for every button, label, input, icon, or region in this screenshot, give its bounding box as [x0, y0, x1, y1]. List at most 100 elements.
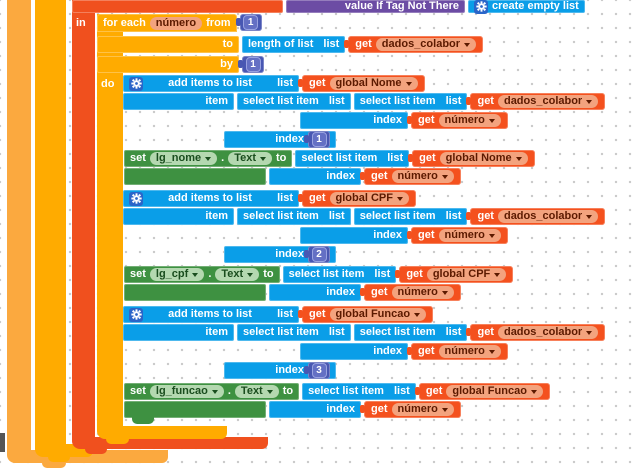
outer-wrapper-block-left-edge[interactable]	[7, 0, 31, 451]
variable-dropdown[interactable]: número	[391, 170, 454, 183]
for-each-block-left-edge[interactable]	[97, 14, 123, 427]
middle-wrapper-next-tab[interactable]	[48, 456, 70, 462]
value-if-tag-not-there-socket[interactable]: value If Tag Not There	[286, 0, 465, 13]
select-index-row[interactable]: index	[300, 112, 408, 129]
offscreen-block-edge[interactable]	[0, 433, 5, 452]
initialize-local-block-top[interactable]	[72, 0, 283, 13]
number-block[interactable]: 1	[304, 131, 330, 148]
select-index-row[interactable]: index	[269, 401, 361, 418]
mutator-gear-icon[interactable]	[129, 307, 143, 322]
variable-dropdown[interactable]: dados_colabor	[497, 326, 599, 339]
variable-dropdown[interactable]: global CPF	[426, 268, 507, 281]
number-block[interactable]: 3	[304, 362, 330, 379]
variable-dropdown[interactable]: número	[438, 114, 501, 127]
variable-dropdown[interactable]: número	[438, 345, 501, 358]
outer-wrapper-next-tab[interactable]	[42, 462, 66, 468]
chevron-down-icon	[405, 81, 412, 86]
mutator-gear-icon[interactable]	[129, 191, 143, 206]
variable-dropdown[interactable]: número	[391, 403, 454, 416]
component-dropdown[interactable]: lg_funcao	[149, 385, 224, 398]
select-index-row[interactable]: index	[300, 227, 408, 244]
add-items-item-row[interactable]: item	[123, 93, 234, 110]
add-items-item-row[interactable]: item	[123, 324, 234, 341]
dropdown-value: global Nome	[445, 152, 512, 164]
set-block-next-tab[interactable]	[132, 417, 154, 424]
select-index-row[interactable]: index	[300, 343, 408, 360]
select-index-row[interactable]: index	[269, 168, 361, 185]
property-dropdown[interactable]: Text	[228, 152, 273, 165]
mutator-gear-icon[interactable]	[474, 0, 488, 14]
variable-dropdown[interactable]: global Nome	[329, 77, 418, 90]
variable-dropdown[interactable]: dados_colabor	[497, 210, 599, 223]
component-dropdown[interactable]: lg_cpf	[149, 268, 205, 281]
number-value: 1	[245, 57, 261, 72]
variable-dropdown[interactable]: dados_colabor	[375, 38, 477, 51]
middle-wrapper-block-left-edge[interactable]	[35, 0, 66, 445]
number-block[interactable]: 1	[235, 14, 262, 31]
for-each-next-tab[interactable]	[106, 438, 129, 444]
select-index-row[interactable]: index	[269, 284, 361, 301]
property-dropdown[interactable]: Text	[215, 268, 260, 281]
number-block[interactable]: 1	[238, 56, 264, 73]
for-each-by-row[interactable]: by	[97, 56, 239, 73]
set-property-block-body[interactable]	[124, 401, 266, 418]
for-each-block-foot[interactable]	[97, 426, 227, 439]
mutator-gear-icon[interactable]	[129, 76, 143, 91]
loop-variable-field[interactable]: número	[149, 16, 203, 30]
variable-dropdown[interactable]: número	[391, 286, 454, 299]
variable-dropdown[interactable]: número	[438, 229, 501, 242]
number-block[interactable]: 2	[304, 246, 330, 263]
set-property-block-body[interactable]	[124, 284, 266, 301]
variable-dropdown[interactable]: global Funcao	[446, 385, 543, 398]
initialize-local-block-left-edge[interactable]	[72, 0, 95, 438]
add-items-item-row[interactable]: item	[123, 208, 234, 225]
variable-dropdown[interactable]: global CPF	[329, 192, 409, 205]
property-dropdown[interactable]: Text	[234, 385, 279, 398]
set-property-block-body[interactable]	[124, 168, 266, 185]
variable-dropdown[interactable]: global Nome	[439, 152, 528, 165]
component-dropdown[interactable]: lg_nome	[149, 152, 218, 165]
create-empty-list-block[interactable]: create empty list	[468, 0, 585, 14]
variable-dropdown[interactable]: dados_colabor	[497, 95, 599, 108]
for-each-to-row[interactable]: to	[97, 36, 239, 53]
initialize-local-next-tab[interactable]	[85, 448, 107, 454]
variable-dropdown[interactable]: global Funcao	[329, 308, 427, 321]
